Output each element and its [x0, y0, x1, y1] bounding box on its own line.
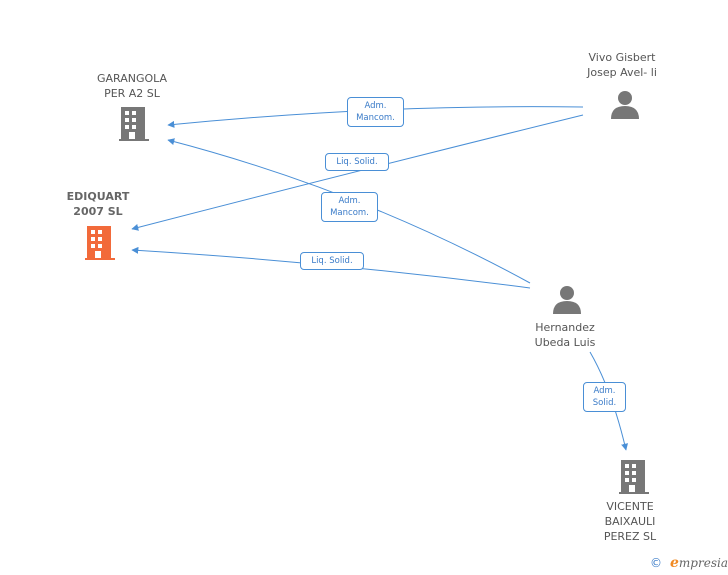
- edge-label-line: Mancom.: [330, 208, 369, 218]
- brand-logo: empresia: [670, 555, 728, 571]
- node-label-line: Hernandez: [535, 321, 595, 334]
- building-icon[interactable]: [85, 226, 115, 260]
- person-icon[interactable]: [553, 286, 581, 314]
- node-label-line: BAIXAULI: [604, 515, 656, 528]
- edge-label-line: Adm.: [364, 101, 387, 111]
- edge-label-line: Adm.: [593, 386, 616, 396]
- building-icon[interactable]: [619, 460, 649, 494]
- edge-label-line: Liq. Solid.: [311, 256, 353, 266]
- person-icon[interactable]: [611, 91, 639, 119]
- node-label-ediquart[interactable]: EDIQUART 2007 SL: [48, 189, 148, 219]
- edge-label-line: Mancom.: [356, 113, 395, 123]
- node-label-vicente[interactable]: VICENTE BAIXAULI PEREZ SL: [580, 499, 680, 544]
- edge-label-vivo-garangola: Adm. Mancom.: [347, 97, 404, 127]
- edge-label-line: Solid.: [592, 398, 617, 408]
- node-label-garangola[interactable]: GARANGOLA PER A2 SL: [82, 71, 182, 101]
- edge-label-hernandez-ediquart: Liq. Solid.: [300, 252, 364, 270]
- node-label-line: Ubeda Luis: [534, 336, 596, 349]
- node-label-line: Josep Avel- li: [587, 66, 657, 79]
- node-label-line: Vivo Gisbert: [588, 51, 656, 64]
- edge-label-hernandez-vicente: Adm. Solid.: [583, 382, 626, 412]
- node-label-line: PER A2 SL: [104, 87, 160, 100]
- brand-logo-text: mpresia: [678, 556, 728, 570]
- copyright-icon: ©: [650, 556, 662, 570]
- node-label-line: GARANGOLA: [96, 72, 168, 85]
- edge-vivo-ediquart: [131, 114, 584, 231]
- edge-label-vivo-ediquart: Liq. Solid.: [325, 153, 389, 171]
- edge-label-line: Liq. Solid.: [336, 157, 378, 167]
- node-label-line: VICENTE: [606, 500, 654, 513]
- node-label-hernandez[interactable]: Hernandez Ubeda Luis: [515, 320, 615, 350]
- node-label-line: PEREZ SL: [603, 530, 657, 543]
- brand-logo-initial: e: [670, 555, 679, 571]
- edge-label-hernandez-garangola: Adm. Mancom.: [321, 192, 378, 222]
- building-icon[interactable]: [119, 107, 149, 141]
- node-label-line: EDIQUART: [66, 190, 130, 203]
- node-label-line: 2007 SL: [73, 205, 123, 218]
- edge-label-line: Adm.: [338, 196, 361, 206]
- node-label-vivo[interactable]: Vivo Gisbert Josep Avel- li: [572, 50, 672, 80]
